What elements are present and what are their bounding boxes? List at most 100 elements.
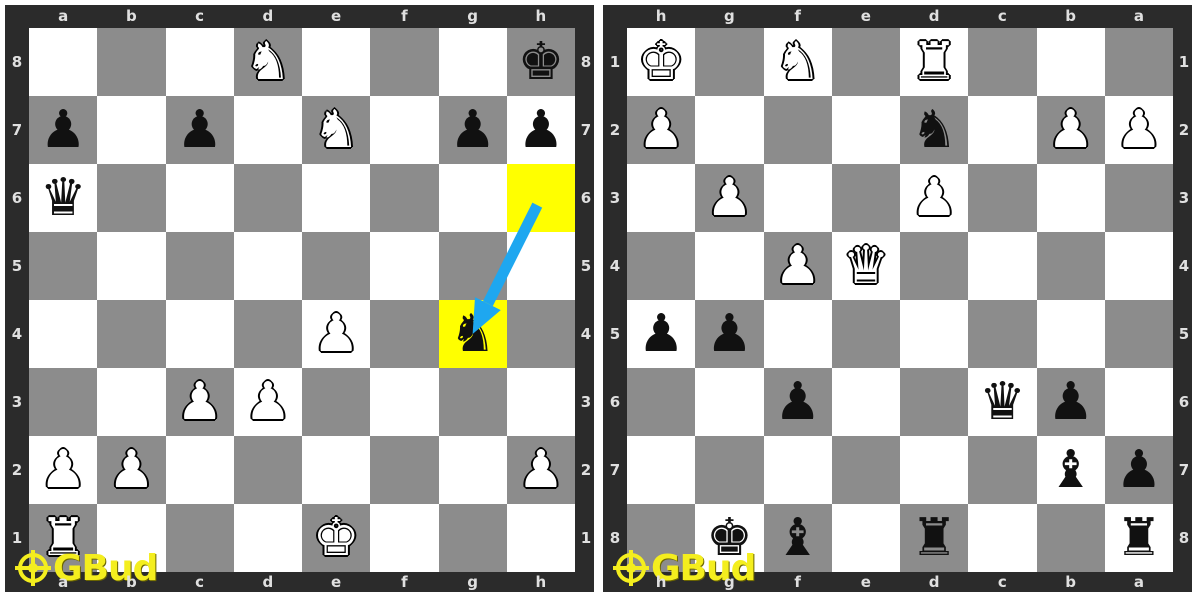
- white-knight-e7[interactable]: ♞: [302, 96, 370, 164]
- white-queen-e4[interactable]: ♛: [832, 232, 900, 300]
- black-pawn-g5[interactable]: ♟: [695, 300, 763, 368]
- square-a5[interactable]: [1105, 300, 1173, 368]
- square-c6[interactable]: [166, 164, 234, 232]
- square-a5[interactable]: [29, 232, 97, 300]
- square-g6[interactable]: [695, 368, 763, 436]
- square-c3[interactable]: [968, 164, 1036, 232]
- square-d4[interactable]: [900, 232, 968, 300]
- square-d6[interactable]: [900, 368, 968, 436]
- square-e3[interactable]: [302, 368, 370, 436]
- square-b8[interactable]: [1037, 504, 1105, 572]
- square-b5[interactable]: [97, 232, 165, 300]
- square-f2[interactable]: [370, 436, 438, 504]
- white-pawn-g3[interactable]: ♟: [695, 164, 763, 232]
- square-e7[interactable]: [832, 436, 900, 504]
- square-b4[interactable]: [97, 300, 165, 368]
- white-pawn-d3[interactable]: ♟: [234, 368, 302, 436]
- square-b3[interactable]: [1037, 164, 1105, 232]
- square-b3[interactable]: [97, 368, 165, 436]
- white-knight-d8[interactable]: ♞: [234, 28, 302, 96]
- white-pawn-d3[interactable]: ♟: [900, 164, 968, 232]
- square-d4[interactable]: [234, 300, 302, 368]
- square-g8[interactable]: [439, 28, 507, 96]
- black-pawn-f6[interactable]: ♟: [764, 368, 832, 436]
- square-g1[interactable]: [695, 28, 763, 96]
- square-f4[interactable]: [370, 300, 438, 368]
- black-king-h8[interactable]: ♚: [507, 28, 575, 96]
- square-e5[interactable]: [302, 232, 370, 300]
- black-pawn-h5[interactable]: ♟: [627, 300, 695, 368]
- square-c2[interactable]: [968, 96, 1036, 164]
- black-pawn-g7[interactable]: ♟: [439, 96, 507, 164]
- square-c8[interactable]: [968, 504, 1036, 572]
- square-c7[interactable]: [968, 436, 1036, 504]
- black-knight-d2[interactable]: ♞: [900, 96, 968, 164]
- square-a3[interactable]: [29, 368, 97, 436]
- white-knight-f1[interactable]: ♞: [764, 28, 832, 96]
- black-pawn-h7[interactable]: ♟: [507, 96, 575, 164]
- square-a1[interactable]: [1105, 28, 1173, 96]
- square-e2[interactable]: [302, 436, 370, 504]
- white-king-e1[interactable]: ♚: [302, 504, 370, 572]
- square-c1[interactable]: [968, 28, 1036, 96]
- square-d7[interactable]: [900, 436, 968, 504]
- square-c4[interactable]: [968, 232, 1036, 300]
- square-b5[interactable]: [1037, 300, 1105, 368]
- board-squares[interactable]: ♚♞♜♟♞♟♟♟♟♟♛♟♟♟♛♟♝♟♚♝♜♜: [627, 28, 1173, 572]
- square-g1[interactable]: [439, 504, 507, 572]
- square-e6[interactable]: [302, 164, 370, 232]
- white-pawn-a2[interactable]: ♟: [29, 436, 97, 504]
- square-h5[interactable]: [507, 232, 575, 300]
- square-c8[interactable]: [166, 28, 234, 96]
- black-rook-d8[interactable]: ♜: [900, 504, 968, 572]
- black-pawn-b6[interactable]: ♟: [1037, 368, 1105, 436]
- square-d2[interactable]: [234, 436, 302, 504]
- square-c5[interactable]: [968, 300, 1036, 368]
- square-g4[interactable]: [695, 232, 763, 300]
- square-e8[interactable]: [302, 28, 370, 96]
- square-a4[interactable]: [29, 300, 97, 368]
- black-queen-a6[interactable]: ♛: [29, 164, 97, 232]
- black-queen-c6[interactable]: ♛: [968, 368, 1036, 436]
- square-g2[interactable]: [439, 436, 507, 504]
- square-h7[interactable]: [627, 436, 695, 504]
- square-h6[interactable]: [507, 164, 575, 232]
- black-rook-a8[interactable]: ♜: [1105, 504, 1173, 572]
- square-c5[interactable]: [166, 232, 234, 300]
- white-pawn-c3[interactable]: ♟: [166, 368, 234, 436]
- black-pawn-a7[interactable]: ♟: [29, 96, 97, 164]
- square-h6[interactable]: [627, 368, 695, 436]
- square-a3[interactable]: [1105, 164, 1173, 232]
- square-e2[interactable]: [832, 96, 900, 164]
- white-pawn-h2[interactable]: ♟: [507, 436, 575, 504]
- square-e1[interactable]: [832, 28, 900, 96]
- white-pawn-h2[interactable]: ♟: [627, 96, 695, 164]
- black-bishop-f8[interactable]: ♝: [764, 504, 832, 572]
- black-pawn-a7[interactable]: ♟: [1105, 436, 1173, 504]
- square-b1[interactable]: [1037, 28, 1105, 96]
- square-h3[interactable]: [507, 368, 575, 436]
- white-pawn-e4[interactable]: ♟: [302, 300, 370, 368]
- square-f7[interactable]: [764, 436, 832, 504]
- square-f6[interactable]: [370, 164, 438, 232]
- square-f1[interactable]: [370, 504, 438, 572]
- square-g7[interactable]: [695, 436, 763, 504]
- black-pawn-c7[interactable]: ♟: [166, 96, 234, 164]
- square-e8[interactable]: [832, 504, 900, 572]
- square-g2[interactable]: [695, 96, 763, 164]
- square-a6[interactable]: [1105, 368, 1173, 436]
- white-pawn-f4[interactable]: ♟: [764, 232, 832, 300]
- square-h3[interactable]: [627, 164, 695, 232]
- white-pawn-a2[interactable]: ♟: [1105, 96, 1173, 164]
- square-c4[interactable]: [166, 300, 234, 368]
- square-b6[interactable]: [97, 164, 165, 232]
- square-c1[interactable]: [166, 504, 234, 572]
- white-pawn-b2[interactable]: ♟: [97, 436, 165, 504]
- square-d5[interactable]: [234, 232, 302, 300]
- square-b4[interactable]: [1037, 232, 1105, 300]
- square-a4[interactable]: [1105, 232, 1173, 300]
- square-f5[interactable]: [370, 232, 438, 300]
- square-h4[interactable]: [507, 300, 575, 368]
